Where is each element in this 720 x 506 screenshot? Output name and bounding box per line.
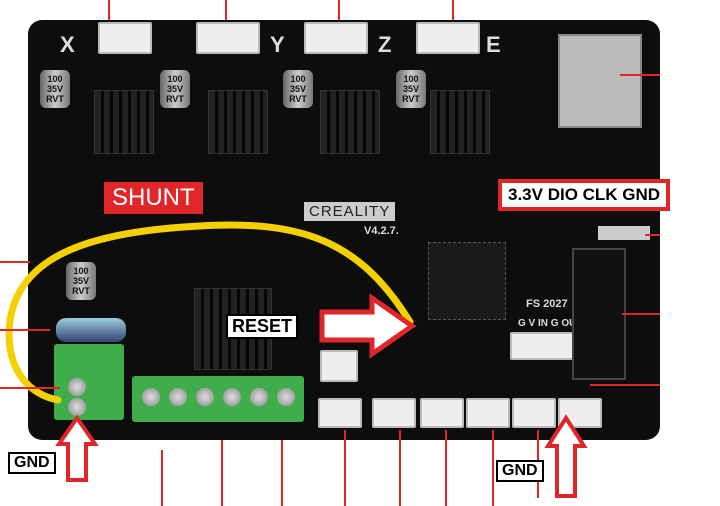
board-version: V4.2.7. (364, 225, 399, 237)
y-endstop-connector (420, 398, 464, 428)
z-motor-connector (304, 22, 368, 54)
screw (169, 388, 187, 406)
shunt-label: SHUNT (104, 182, 203, 214)
capacitor: 100 35V RVT (396, 70, 426, 108)
screw (68, 398, 86, 416)
gnd-arrow-right (544, 414, 588, 498)
reset-label: RESET (226, 314, 299, 339)
brand-logo: CREALITY (304, 202, 396, 221)
x-motor-connector (98, 22, 152, 54)
screw (142, 388, 160, 406)
axis-label-z: Z (378, 32, 392, 57)
screw (277, 388, 295, 406)
thermistor-bed-connector (512, 398, 556, 428)
capacitor: 100 35V RVT (40, 70, 70, 108)
pointer-line (225, 0, 227, 22)
heatsink (94, 90, 154, 154)
y-motor-connector (196, 22, 260, 54)
capacitor: 100 35V RVT (66, 262, 96, 300)
bltouch-connector (510, 332, 574, 360)
fan2-connector (320, 350, 358, 382)
heatsink (208, 90, 268, 154)
screw (196, 388, 214, 406)
reset-arrow (319, 293, 417, 359)
z-endstop-connector (466, 398, 510, 428)
pointer-line (452, 0, 454, 22)
pointer-line (338, 0, 340, 22)
swd-header (598, 226, 650, 240)
heater-terminal-block (132, 376, 304, 422)
capacitor: 100 35V RVT (160, 70, 190, 108)
heatsink (430, 90, 490, 154)
bltouch-pin-labels: G V IN G OUT (518, 318, 583, 329)
screw (68, 378, 86, 396)
fan-connector (318, 398, 362, 428)
axis-label-y: Y (270, 32, 285, 57)
capacitor: 100 35V RVT (283, 70, 313, 108)
fuse (56, 318, 126, 342)
screw (223, 388, 241, 406)
gnd-label-left: GND (8, 452, 56, 474)
swd-pins-label: 3.3V DIO CLK GND (498, 179, 671, 211)
heatsink (320, 90, 380, 154)
gnd-arrow-left (55, 414, 99, 482)
power-terminal (54, 344, 124, 420)
chip-code: FS 2027 (526, 298, 568, 310)
sd-card-slot (558, 34, 642, 128)
axis-label-x: X (60, 32, 75, 57)
pointer-line (108, 0, 110, 22)
e-motor-connector (416, 22, 480, 54)
gnd-label-right: GND (496, 460, 544, 482)
mcu-chip (428, 242, 506, 320)
x-endstop-connector (372, 398, 416, 428)
screw (250, 388, 268, 406)
axis-label-e: E (486, 32, 501, 57)
mainboard-photo: X Y Z E 100 35V RVT 100 35V RVT 100 35V … (28, 20, 660, 440)
